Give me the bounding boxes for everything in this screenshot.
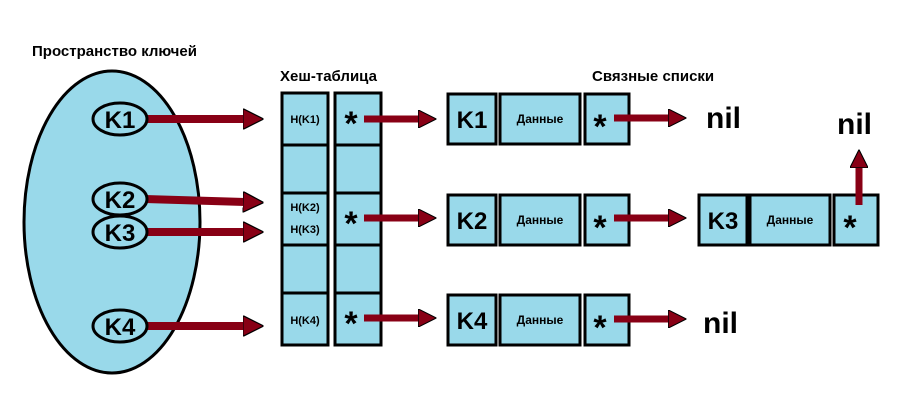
hash-pointer-1: *: [344, 105, 358, 143]
svg-text:*: *: [843, 209, 857, 247]
arrow-k2-to-hash: [144, 199, 245, 202]
hash-cell-h-k3: H(K3): [290, 224, 320, 236]
key-space-caption: Пространство ключей: [32, 43, 197, 60]
nil-list-3: nil: [703, 307, 738, 340]
svg-text:K2: K2: [105, 187, 136, 214]
svg-text:*: *: [593, 309, 607, 347]
nil-list-2: nil: [837, 108, 872, 141]
hash-cell-h-k4: H(K4): [290, 315, 320, 327]
hash-cell-h-k1: H(K1): [290, 114, 320, 126]
hash-pointer-2: *: [344, 205, 358, 243]
svg-text:K3: K3: [708, 208, 739, 235]
hash-table-caption: Хеш-таблица: [280, 68, 378, 85]
svg-text:Данные: Данные: [517, 112, 564, 126]
svg-text:*: *: [593, 108, 607, 146]
svg-text:K4: K4: [105, 314, 136, 341]
list-node-k4: K4 Данные *: [446, 293, 631, 347]
key-k3: K3: [91, 214, 149, 250]
key-k1: K1: [91, 101, 149, 137]
svg-text:K1: K1: [105, 107, 136, 134]
svg-text:Данные: Данные: [767, 213, 814, 227]
hash-pointer-3: *: [344, 305, 358, 343]
linked-lists-caption: Связные списки: [592, 68, 714, 85]
svg-text:K2: K2: [457, 208, 488, 235]
hash-table-left-column: [280, 91, 330, 347]
list-node-k1: K1 Данные *: [446, 92, 631, 146]
svg-text:*: *: [593, 209, 607, 247]
key-k2: K2: [91, 181, 149, 217]
svg-text:Данные: Данные: [517, 313, 564, 327]
hash-cell-h-k2: H(K2): [290, 202, 320, 214]
svg-text:K1: K1: [457, 107, 488, 134]
svg-text:Данные: Данные: [517, 213, 564, 227]
svg-text:K4: K4: [457, 308, 488, 335]
key-k4: K4: [91, 308, 149, 344]
svg-text:K3: K3: [105, 220, 136, 247]
list-node-k3: K3 Данные *: [697, 193, 880, 247]
nil-list-1: nil: [706, 102, 741, 135]
list-node-k2: K2 Данные *: [446, 193, 631, 247]
